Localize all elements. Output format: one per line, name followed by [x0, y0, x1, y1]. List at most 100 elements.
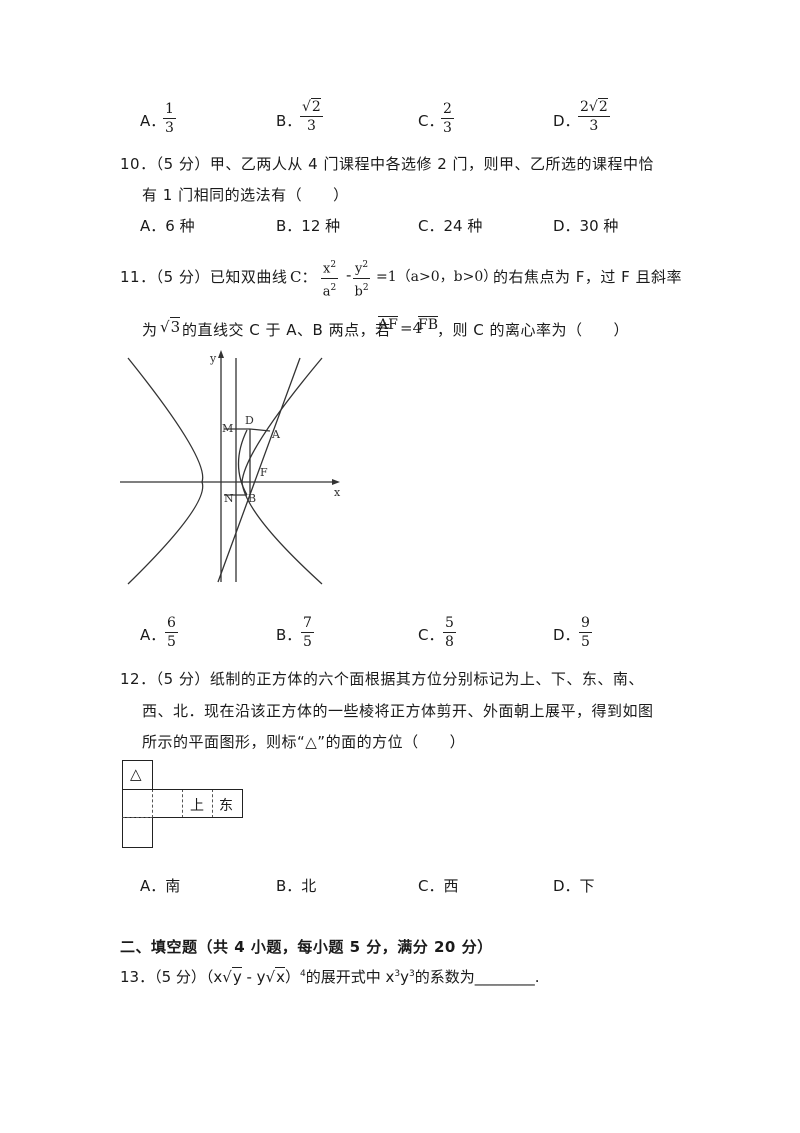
net-face-middle-left	[122, 789, 153, 818]
q11-frac-x-num: x2	[321, 257, 339, 280]
q10-option-b: B．12 种	[276, 217, 341, 235]
q11-frac-x: x2 a2	[321, 257, 339, 301]
net-face-bottom	[122, 817, 153, 848]
q11-d-denominator: 5	[581, 634, 590, 650]
q10-option-a: A．6 种	[140, 217, 195, 235]
fig-label-d: D	[245, 414, 254, 427]
q9-option-d-label: D．	[553, 112, 580, 130]
q13-period: .	[534, 968, 540, 986]
q9-option-a-fraction: 1 3	[163, 101, 176, 136]
q11-option-d-label: D．	[553, 626, 580, 644]
q12-cube-net: △ 上 东	[122, 760, 244, 848]
q11-b: b	[354, 284, 363, 300]
q11-a: a	[322, 284, 331, 300]
q13-mid: 的展开式中 x	[305, 968, 395, 986]
q11-option-d-fraction: 9 5	[579, 615, 592, 650]
fig-label-b: B	[248, 492, 256, 505]
net-face-triangle: △	[122, 760, 153, 789]
q11-eq4: =4	[400, 319, 423, 337]
q13-sqrt-x: √x	[265, 967, 286, 986]
q10-stem-line2: 有 1 门相同的选法有（ ）	[142, 186, 349, 204]
q11-option-c-fraction: 5 8	[443, 615, 456, 650]
q13-y: y	[400, 968, 410, 986]
q11-curve-name: C：	[290, 268, 317, 286]
q10-option-c: C．24 种	[418, 217, 483, 235]
q11-sqrt3: √3	[160, 317, 181, 336]
q12-option-b: B．北	[276, 877, 317, 895]
q10-stem-line1: 10．（5 分）甲、乙两人从 4 门课程中各选修 2 门，则甲、乙所选的课程中恰	[120, 155, 655, 173]
inner-arc	[237, 429, 248, 496]
q11-a-numerator: 6	[165, 615, 178, 633]
q11-a-denominator: 5	[167, 634, 176, 650]
q13-exp1: 3	[394, 969, 401, 979]
q12-option-c: C．西	[418, 877, 459, 895]
q11-hyperbola-figure: y x M D A F N B	[120, 350, 341, 585]
q9-option-d-fraction: 2√2 3	[578, 98, 610, 134]
right-branch	[241, 357, 323, 585]
fig-label-a: A	[271, 428, 281, 441]
q13-exp2: 3	[409, 969, 415, 979]
q13-answer-blank[interactable]: ________	[474, 968, 535, 986]
triangle-symbol: △	[130, 765, 142, 783]
q11-line2-a: 为	[142, 321, 158, 339]
q11-frac-y: y2 b2	[353, 257, 371, 301]
q11-option-a-fraction: 6 5	[165, 615, 178, 650]
q11-vector-fb: FB	[418, 316, 439, 333]
q11-condition: =1（a>0，b>0）	[376, 269, 498, 285]
q9-option-c-fraction: 2 3	[441, 101, 454, 136]
q9-a-numerator: 1	[163, 101, 176, 119]
q9-c-denominator: 3	[443, 120, 452, 136]
q9-option-a-label: A．	[140, 112, 166, 130]
q12-stem-line2: 西、北．现在沿该正方体的一些棱将正方体剪开、外面朝上展平，得到如图	[142, 702, 654, 720]
q11-minus: -	[346, 266, 352, 284]
q11-b-numerator: 7	[301, 615, 314, 633]
q11-suffix: 的右焦点为 F，过 F 且斜率	[493, 268, 683, 286]
fig-label-x: x	[334, 486, 341, 499]
q13-radicand-x: x	[275, 967, 286, 986]
q11-d-numerator: 9	[579, 615, 592, 633]
q11-radicand: 3	[169, 317, 181, 336]
fig-label-n: N	[224, 492, 234, 505]
up-label: 上	[190, 798, 204, 814]
q11-option-c-label: C．	[418, 626, 444, 644]
fig-label-y: y	[209, 352, 217, 365]
net-face-east: 东	[212, 789, 243, 818]
y-axis-arrow	[218, 350, 224, 358]
q11-x-exp: 2	[330, 260, 337, 270]
q9-option-c-label: C．	[418, 112, 444, 130]
q9-c-numerator: 2	[441, 101, 454, 119]
q11-frac-y-num: y2	[353, 257, 371, 280]
left-branch	[127, 357, 204, 585]
question-13: 13．（5 分）（x√y - y√x）4的展开式中 x3y3的系数为______…	[120, 966, 540, 987]
q13-prefix: 13．（5 分）（x	[120, 968, 223, 986]
q11-y: y	[355, 261, 363, 277]
q13-minus: - y	[241, 968, 266, 986]
q9-a-denominator: 3	[165, 120, 174, 136]
q11-y-exp: 2	[362, 260, 369, 270]
q9-d-numerator: 2√2	[578, 98, 610, 117]
fig-label-f: F	[260, 466, 268, 479]
q13-power: 4	[300, 969, 306, 979]
q9-b-denominator: 3	[306, 118, 316, 134]
x-axis-arrow	[332, 479, 340, 485]
q13-close-paren: ）	[285, 968, 301, 986]
q13-sqrt-y: √y	[222, 967, 242, 986]
q12-stem-line3: 所示的平面图形，则标“△”的面的方位（ ）	[142, 733, 466, 751]
q12-option-a: A．南	[140, 877, 181, 895]
section-2-title: 二、填空题（共 4 小题，每小题 5 分，满分 20 分）	[120, 938, 493, 956]
q11-vec2-text: FB	[418, 316, 439, 333]
q11-a-exp: 2	[330, 283, 337, 294]
q11-prefix: 11．（5 分）已知双曲线	[120, 268, 288, 286]
slope-line	[217, 357, 301, 583]
q9-b-numerator: √2	[300, 98, 323, 117]
q11-frac-x-den: a2	[323, 279, 337, 300]
q11-b-exp: 2	[362, 283, 369, 294]
net-face-up: 上	[182, 789, 213, 818]
q11-frac-y-den: b2	[355, 279, 369, 300]
q11-vec1-text: AF	[378, 316, 398, 333]
q9-b-radicand: 2	[310, 98, 321, 115]
q12-stem-line1: 12．（5 分）纸制的正方体的六个面根据其方位分别标记为上、下、东、南、	[120, 670, 644, 688]
q12-option-d: D．下	[553, 877, 595, 895]
q11-vector-af: AF	[378, 316, 398, 333]
q11-c-numerator: 5	[443, 615, 456, 633]
